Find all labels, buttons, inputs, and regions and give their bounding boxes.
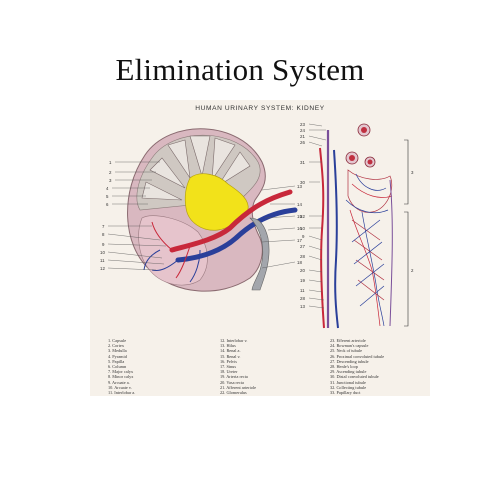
renal-artery — [169, 189, 293, 253]
nephron-label: 19 — [300, 278, 305, 283]
capillary-network — [345, 169, 393, 327]
legend-item: 9. Arcuate a. — [108, 379, 130, 385]
kidney-label: 5 — [106, 194, 109, 199]
kidney-label: 1 — [109, 160, 112, 165]
kidney-label: 9 — [102, 242, 105, 247]
legend-item: 16. Pelvis — [220, 358, 237, 364]
kidney-illustration-plate: 1 2 3 4 5 6 7 8 9 10 11 12 13 14 15 16 1… — [90, 100, 430, 396]
bracket-label: 2 — [411, 268, 414, 273]
nephron-number-labels: 23 24 21 26 31 30 32 10 9 27 28 20 19 11… — [300, 122, 414, 309]
legend-item: 3. Medulla — [108, 348, 127, 354]
nephron-diagram — [319, 123, 409, 329]
legend-item: 31. Junctional tubule — [330, 379, 366, 385]
renal-vein — [175, 207, 298, 263]
nephron-label: 10 — [300, 226, 305, 231]
legend-item: 24. Bowman's capsule — [330, 343, 369, 349]
kidney-label: 14 — [297, 202, 302, 207]
legend-item: 29. Ascending tubule — [330, 369, 367, 375]
legend-item: 2. Cortex — [108, 343, 124, 349]
legend-item: 6. Column — [108, 364, 127, 370]
kidney-label: 15 — [297, 214, 302, 219]
kidney-label: 12 — [100, 266, 105, 271]
kidney-label: 11 — [100, 258, 105, 263]
nephron-label: 26 — [300, 140, 305, 145]
kidney-label: 13 — [297, 184, 302, 189]
kidney-label: 10 — [100, 250, 105, 255]
nephron-vein — [333, 149, 339, 329]
renal-pyramids — [141, 135, 251, 201]
kidney-label: 7 — [102, 224, 105, 229]
legend-item: 22. Glomerulus — [220, 390, 247, 396]
leader-lines — [107, 123, 327, 309]
nephron-label: 13 — [300, 304, 305, 309]
kidney-label: 17 — [297, 238, 302, 243]
nephron-label: 32 — [300, 214, 305, 219]
nephron-label: 30 — [300, 180, 305, 185]
legend-item: 25. Neck of tubule — [330, 348, 362, 354]
legend-item: 33. Papillary duct — [330, 390, 361, 396]
legend-item: 21. Afferent arteriole — [220, 384, 257, 390]
legend-item: 15. Renal v. — [220, 353, 241, 359]
legend-column-3: 23. Efferent arteriole 24. Bowman's caps… — [330, 338, 434, 395]
legend-item: 32. Collecting tubule — [330, 384, 367, 390]
bracket-label: 3 — [411, 170, 414, 175]
nephron-label: 24 — [300, 128, 305, 133]
legend-item: 10. Arcuate v. — [108, 384, 132, 390]
legend-item: 19. Arteria recta — [220, 374, 248, 380]
diagram-legend: 1. Capsule 2. Cortex 3. Medulla 4. Pyram… — [108, 338, 424, 395]
nephron-label: 9 — [302, 234, 305, 239]
nephron-label: 28 — [300, 296, 305, 301]
legend-item: 11. Interlobar a. — [108, 390, 136, 396]
kidney-label: 16 — [297, 226, 302, 231]
legend-item: 23. Efferent arteriole — [330, 338, 366, 343]
legend-item: 26. Proximal convoluted tubule — [330, 353, 385, 359]
henles-loop — [389, 179, 393, 327]
legend-column-2: 12. Interlobar v. 13. Hilus 14. Renal a.… — [220, 338, 324, 395]
legend-item: 5. Papilla — [108, 358, 125, 364]
legend-item: 7. Major calyx — [108, 369, 134, 375]
legend-item: 20. Vasa recta — [220, 379, 244, 385]
legend-item: 30. Distal convoluted tubule — [330, 374, 379, 380]
medulla-bracket — [404, 211, 409, 327]
legend-item: 28. Henle's loop — [330, 364, 358, 370]
nephron-label: 11 — [300, 288, 305, 293]
kidney-label: 3 — [109, 178, 112, 183]
kidney-cross-section — [127, 128, 298, 292]
glomeruli — [345, 123, 376, 168]
diagram-subtitle: HUMAN URINARY SYSTEM: KIDNEY — [195, 105, 325, 112]
kidney-label: 18 — [297, 260, 302, 265]
ureter — [249, 217, 270, 291]
page-title: Elimination System — [115, 52, 365, 87]
legend-item: 8. Minor calyx — [108, 374, 134, 380]
kidney-label: 8 — [102, 232, 105, 237]
nephron-label: 27 — [300, 244, 305, 249]
legend-item: 12. Interlobar v. — [220, 338, 248, 343]
legend-item: 4. Pyramid — [108, 353, 127, 359]
nephron-label: 23 — [300, 122, 305, 127]
kidney-number-labels: 1 2 3 4 5 6 7 8 9 10 11 12 13 14 15 16 1… — [100, 160, 302, 271]
legend-item: 13. Hilus — [220, 343, 236, 349]
legend-item: 27. Descending tubule — [330, 358, 369, 364]
nephron-label: 21 — [300, 134, 305, 139]
cortex-bracket — [404, 139, 409, 205]
legend-column-1: 1. Capsule 2. Cortex 3. Medulla 4. Pyram… — [108, 338, 212, 395]
interlobar-vessels — [143, 221, 201, 283]
legend-item: 18. Ureter — [220, 369, 238, 375]
nephron-label: 28 — [300, 254, 305, 259]
kidney-label: 6 — [106, 202, 109, 207]
nephron-label: 31 — [300, 160, 305, 165]
kidney-label: 2 — [109, 170, 112, 175]
legend-item: 17. Sinus — [220, 364, 236, 370]
legend-item: 14. Renal a. — [220, 348, 241, 354]
nephron-label: 20 — [300, 268, 305, 273]
legend-item: 1. Capsule — [108, 338, 127, 343]
kidney-diagram: 1 2 3 4 5 6 7 8 9 10 11 12 13 14 15 16 1… — [100, 122, 414, 329]
kidney-label: 4 — [106, 186, 109, 191]
nephron-artery — [319, 147, 325, 329]
